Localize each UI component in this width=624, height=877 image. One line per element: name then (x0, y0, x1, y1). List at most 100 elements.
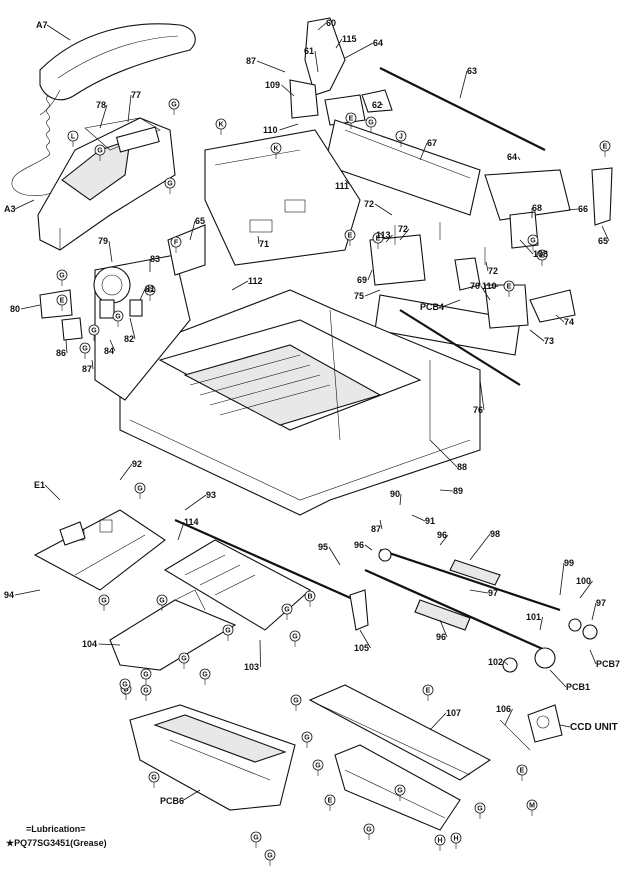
screw-circle (112, 310, 124, 322)
rollers (174, 518, 598, 673)
screw-letter: G (101, 598, 107, 605)
screw-marker-g: G (264, 849, 276, 866)
part-label-93: 93 (206, 490, 216, 500)
screw-marker-h: H (434, 834, 446, 851)
part-label-ccd-unit: CCD UNIT (570, 722, 618, 733)
screw-marker-g: G (168, 98, 180, 115)
screw-marker-h: H (450, 832, 462, 849)
pcb1-board (163, 539, 311, 631)
screw-circle (168, 98, 180, 110)
screw-letter: E (507, 284, 512, 291)
leader-line (279, 123, 299, 131)
leader-line (119, 463, 133, 481)
screw-marker-k: K (270, 142, 282, 159)
leader-line (559, 724, 571, 728)
leader-line (411, 514, 426, 522)
leader-line (385, 234, 393, 243)
screw-letter: B (307, 594, 312, 601)
leader-line (317, 22, 327, 31)
screw-circle (144, 284, 156, 296)
screw-marker-e: E (56, 294, 68, 311)
part-label-61: 61 (304, 46, 314, 56)
top-panel-71 (204, 129, 361, 266)
motor-104 (499, 704, 563, 751)
screw-marker-g: G (164, 177, 176, 194)
screw-letter: F (174, 240, 179, 247)
part-label-96: 96 (437, 530, 447, 540)
screw-letter: E (540, 253, 545, 260)
part-label-66: 66 (578, 204, 588, 214)
part-label-99: 99 (564, 558, 574, 568)
pcb7-board (33, 509, 166, 591)
screw-letter: G (147, 288, 153, 295)
part-label-113: 113 (376, 230, 391, 240)
leader-line (20, 304, 41, 310)
screw-letter: G (91, 328, 97, 335)
screw-circle (56, 269, 68, 281)
screw-circle (140, 684, 152, 696)
screw-letter: G (97, 148, 103, 155)
leader-line (359, 629, 371, 649)
star-icon: ★ (6, 838, 15, 848)
part-label-111: 111 (335, 181, 349, 191)
part-label-80: 80 (10, 304, 20, 314)
part-label-115: 115 (342, 34, 357, 44)
screw-marker-g: G (148, 771, 160, 788)
part-label-67: 67 (427, 138, 437, 148)
leader-line (139, 288, 146, 301)
part-label-70: 70 (470, 281, 480, 291)
part-label-97: 97 (596, 598, 606, 608)
screw-circle (474, 802, 486, 814)
screw-letter: G (82, 346, 88, 353)
screw-letter: G (293, 698, 299, 705)
part-label-72: 72 (364, 199, 374, 209)
screw-letter: G (225, 628, 231, 635)
screw-letter: L (71, 134, 76, 141)
screw-circle (372, 232, 384, 244)
screw-circle (178, 652, 190, 664)
screw-letter: G (122, 682, 128, 689)
leader-line (127, 94, 132, 123)
screw-circle (324, 794, 336, 806)
part-label-82: 82 (124, 334, 134, 344)
lubrication-item: PQ77SG3451(Grease) (14, 838, 107, 848)
leader-line (65, 339, 68, 354)
part-label-63: 63 (467, 66, 477, 76)
screw-marker-g: G (199, 668, 211, 685)
mid-right-assembly (369, 222, 576, 386)
lubrication-title: =Lubrication= (26, 824, 86, 834)
part-label-101: 101 (526, 612, 541, 622)
part-label-98: 98 (490, 529, 500, 539)
screw-letter: G (159, 598, 165, 605)
leader-line (589, 649, 597, 665)
screw-circle (536, 249, 548, 261)
screw-letter: G (267, 853, 273, 860)
leader-line (14, 199, 35, 210)
part-label-109: 109 (265, 80, 280, 90)
leader-line (539, 616, 543, 631)
part-label-75: 75 (354, 291, 364, 301)
part-label-pcb7: PCB7 (596, 659, 620, 669)
leader-line (439, 619, 448, 638)
screw-marker-g: G (178, 652, 190, 669)
screw-circle (434, 834, 446, 846)
part-label-91: 91 (425, 516, 435, 526)
leader-line (231, 280, 249, 291)
part-label-pcb1: PCB1 (566, 682, 590, 692)
screw-marker-e: E (422, 684, 434, 701)
part-label-102: 102 (488, 657, 503, 667)
leader-line (98, 643, 121, 646)
handset-drawing (11, 23, 196, 197)
screw-marker-g: G (98, 594, 110, 611)
leader-line (44, 484, 61, 501)
screw-letter: E (348, 233, 353, 240)
leader-line (335, 38, 343, 49)
leader-line (328, 546, 341, 566)
screw-marker-j: J (395, 130, 407, 147)
lubrication-note: ★PQ77SG3451(Grease) (6, 838, 107, 849)
screw-circle (148, 771, 160, 783)
part-label-97: 97 (488, 588, 498, 598)
screw-letter: E (376, 236, 381, 243)
leader-line (99, 104, 108, 129)
screw-circle (215, 118, 227, 130)
